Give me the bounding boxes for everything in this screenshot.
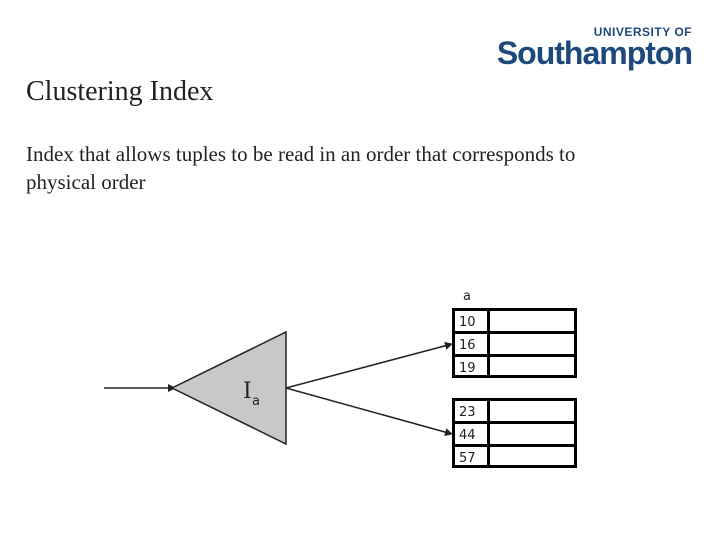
block1-row3-key: 19 [459,361,476,376]
pointer-arrow-block2 [285,387,453,436]
slide-body: Index that allows tuples to be read in a… [26,142,576,194]
university-logo: UNIVERSITY OF Southampton [496,25,693,71]
index-symbol: I [243,379,252,404]
data-block-2: 23 44 57 [452,398,577,468]
slide-title: Clustering Index [26,76,214,107]
logo-southampton: Southampton [496,35,693,71]
index-subscript: a [252,394,260,409]
column-label: a [463,289,471,304]
data-block-1: 10 16 19 [452,308,577,378]
block1-row2-key: 16 [459,338,476,353]
block2-row1-key: 23 [459,405,476,420]
pointer-arrow-block1 [285,341,453,389]
block2-row3-key: 57 [459,451,476,466]
logo-university-of: UNIVERSITY OF [593,25,692,39]
block2-row2-key: 44 [459,428,476,443]
block1-row1-key: 10 [459,315,476,330]
index-triangle [170,330,287,446]
